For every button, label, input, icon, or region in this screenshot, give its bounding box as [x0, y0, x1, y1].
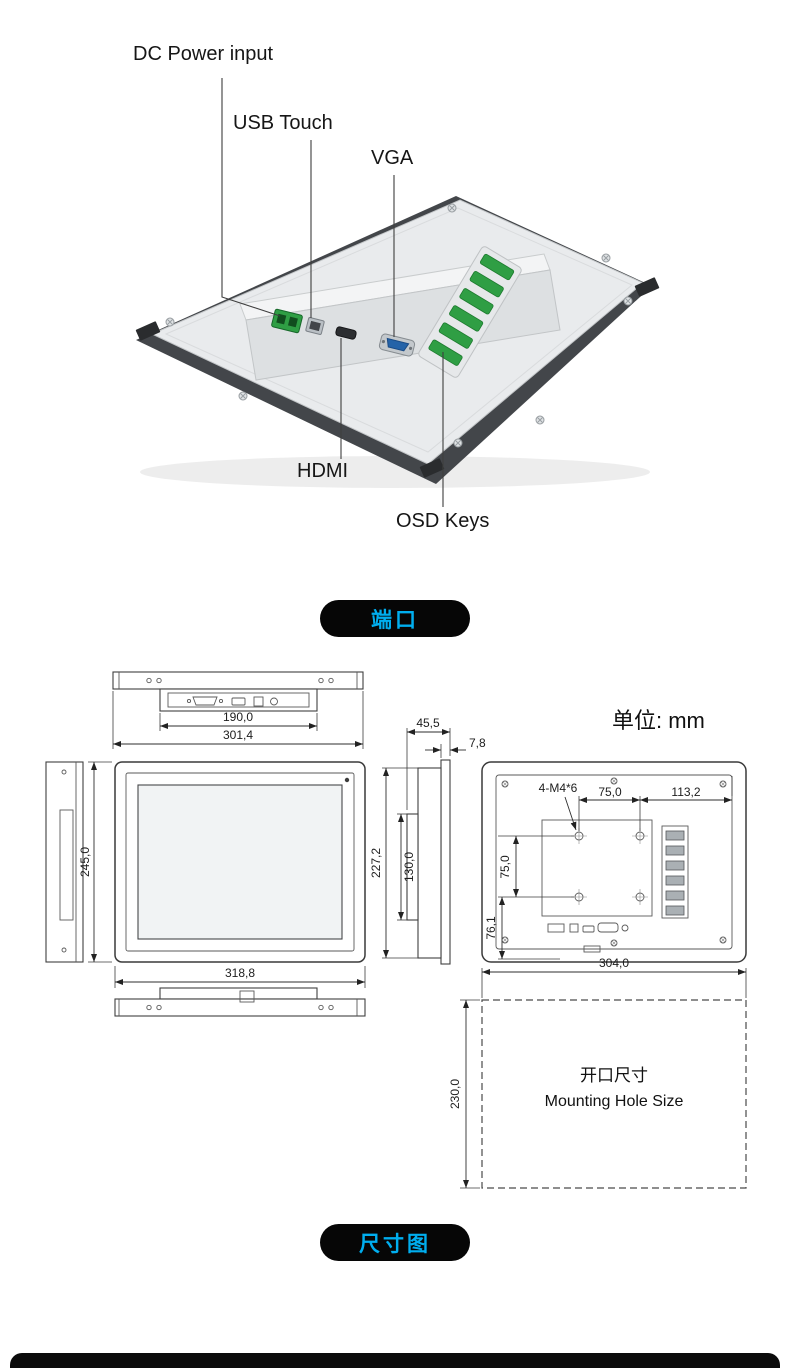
port-label-hdmi: HDMI — [297, 460, 349, 482]
bottom-section-bar — [10, 1353, 780, 1368]
dim-front-width: 318,8 — [225, 966, 255, 980]
dim-rear-vesa-pitch-h: 75,0 — [598, 785, 622, 799]
dim-side-module-height: 130,0 — [402, 852, 416, 882]
screen — [137, 784, 343, 940]
back-panel-screws — [165, 203, 633, 448]
vga-symbol — [192, 696, 218, 706]
mounting-title-cn: 开口尺寸 — [580, 1066, 648, 1085]
front-height-dimension: 245,0 — [78, 761, 112, 963]
side-view-drawing — [406, 759, 451, 965]
vga-port — [378, 333, 416, 357]
front-view-drawing: 318,8 — [114, 761, 366, 988]
port-label-osd-keys: OSD Keys — [396, 510, 490, 532]
leader-dc-power — [221, 78, 281, 317]
usb-touch-port — [305, 317, 325, 335]
dim-rear-right-offset: 113,2 — [671, 785, 700, 799]
dc-symbol — [270, 697, 278, 706]
dim-rear-vesa-pitch-v: 75,0 — [498, 855, 512, 879]
dim-topview-inner-width: 190,0 — [223, 710, 253, 724]
dim-front-height: 245,0 — [78, 847, 92, 877]
dc-power-port — [271, 308, 303, 334]
bottom-view-drawing — [114, 987, 366, 1017]
rear-view-drawing — [481, 761, 747, 963]
badge-ports: 端口 — [320, 600, 470, 637]
dimension-drawings: 190,0 301,4 245,0 — [45, 671, 747, 1189]
power-led — [344, 777, 350, 783]
device-render — [135, 196, 660, 484]
badge-dimensions-label: 尺寸图 — [359, 1232, 431, 1256]
rear-view-dimensions: 4-M4*6 75,0 113,2 75,0 76,1 — [484, 776, 733, 960]
dim-rear-vesa-label: 4-M4*6 — [539, 781, 578, 795]
dim-side-bezel: 7,8 — [469, 736, 486, 750]
ports-figure — [135, 78, 660, 507]
badge-ports-label: 端口 — [371, 608, 419, 632]
hdmi-symbol — [231, 697, 246, 706]
port-label-vga: VGA — [371, 147, 414, 169]
rear-connector-row — [547, 922, 629, 953]
rear-screws — [501, 777, 727, 947]
port-label-dc-power: DC Power input — [133, 43, 274, 65]
dim-topview-outer-width: 301,4 — [223, 728, 253, 742]
dim-side-height: 227,2 — [369, 848, 383, 878]
left-side-view-drawing — [45, 761, 84, 963]
hdmi-port — [335, 326, 357, 340]
dim-mounting-height: 230,0 — [448, 1079, 462, 1109]
osd-keypad — [418, 246, 522, 378]
leader-lines — [221, 78, 444, 507]
dim-rear-bottom-offset: 76,1 — [484, 916, 498, 940]
top-view-drawing: 190,0 301,4 — [112, 671, 364, 749]
side-view-dimensions: 45,5 7,8 227,2 130,0 — [369, 716, 486, 959]
device-shadow — [140, 456, 650, 488]
mounting-title-en: Mounting Hole Size — [545, 1093, 684, 1110]
unit-label: 单位: mm — [612, 708, 705, 733]
port-label-usb-touch: USB Touch — [233, 112, 333, 134]
rear-osd-strip — [661, 825, 689, 919]
vesa-plate — [541, 819, 653, 917]
mounting-clamps — [135, 277, 660, 478]
dim-side-depth: 45,5 — [416, 716, 440, 730]
badge-dimensions: 尺寸图 — [320, 1224, 470, 1261]
dim-mounting-width: 304,0 — [599, 956, 629, 970]
mounting-hole-drawing: 304,0 230,0 开口尺寸 Mounting Hole Size — [448, 956, 747, 1189]
usb-symbol — [253, 696, 264, 707]
